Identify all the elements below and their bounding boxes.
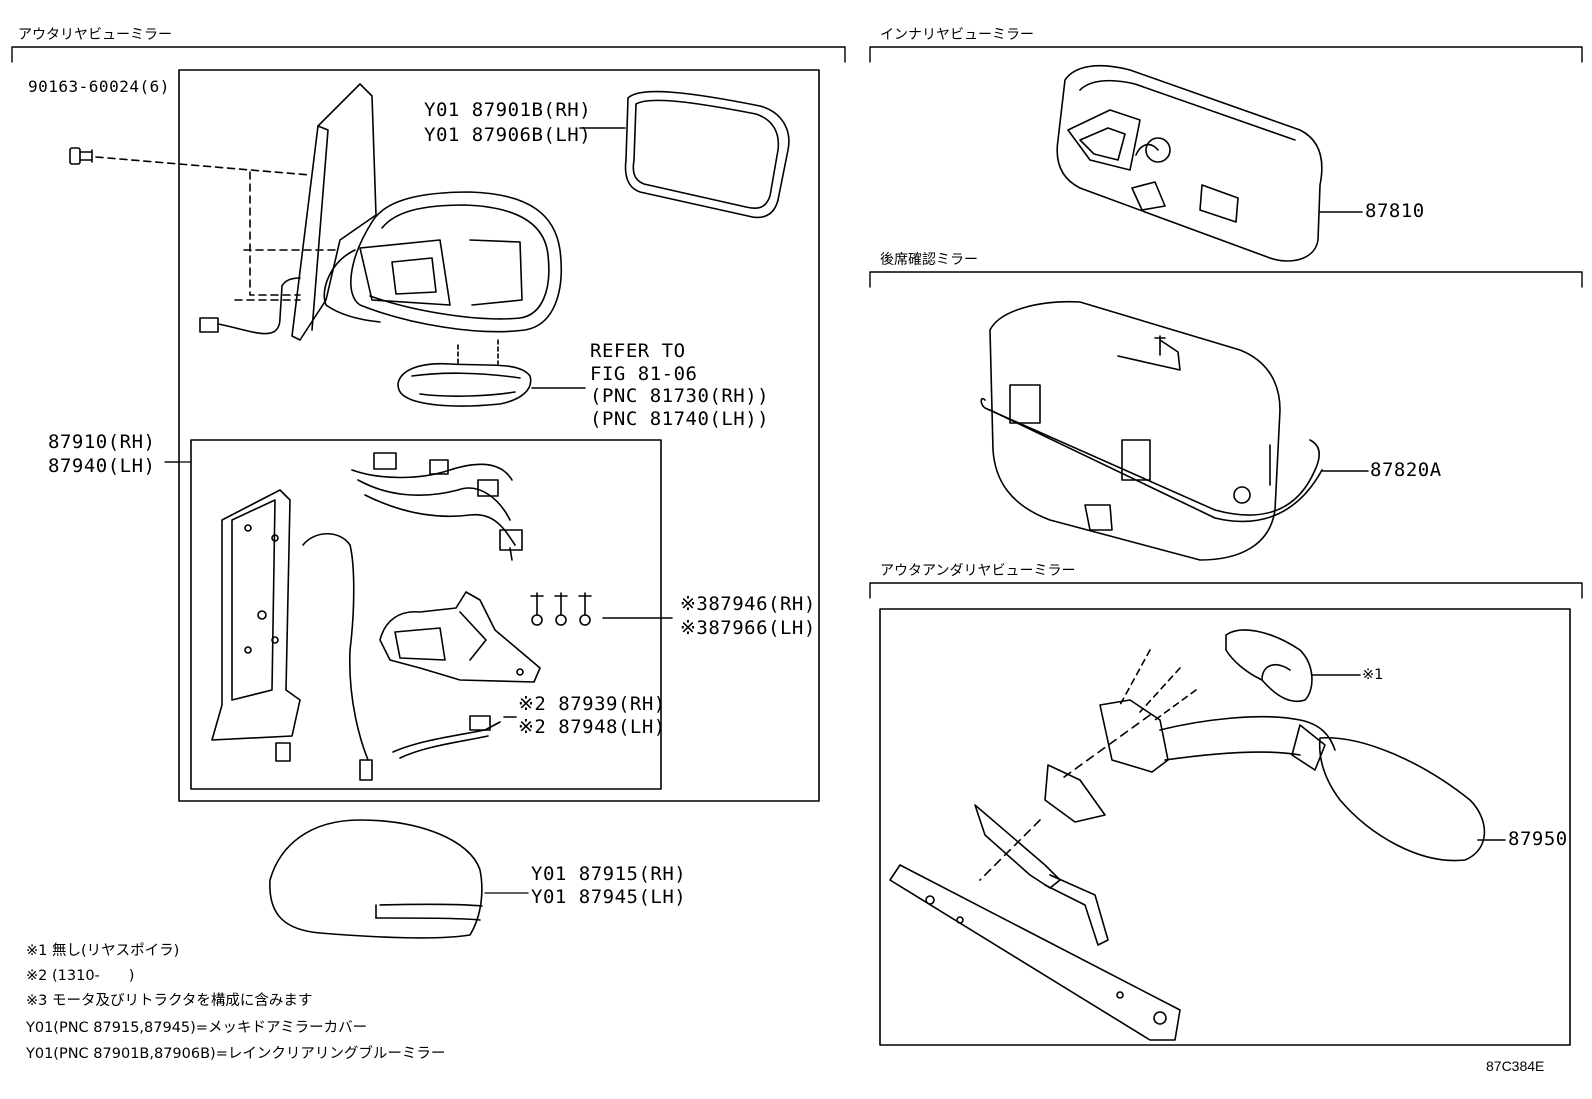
outer-mirror-frame bbox=[178, 69, 820, 802]
note-4: Y01(PNC 87915,87945)=メッキドアミラーカバー bbox=[26, 1020, 368, 1036]
housing-back-icon bbox=[211, 489, 301, 762]
section-title-rear-seat: 後席確認ミラー bbox=[880, 252, 978, 268]
label-refer-1: REFER TO bbox=[590, 340, 686, 362]
turn-signal-icon bbox=[397, 339, 586, 407]
label-assy-rh: 87910(RH) bbox=[48, 431, 156, 453]
note-3: ※3 モータ及びリトラクタを構成に含みます bbox=[26, 993, 313, 1009]
label-refer-3: (PNC 81730(RH)) bbox=[590, 385, 770, 407]
label-bolt: 90163-60024(6) bbox=[28, 77, 170, 96]
screws-icon bbox=[530, 592, 673, 626]
mirror-housing-icon bbox=[323, 191, 563, 333]
rear-seat-mirror-icon bbox=[980, 300, 1369, 561]
label-mirror-glass-rh: Y01 87901B(RH) bbox=[424, 99, 592, 121]
label-under-mirror-note: ※1 bbox=[1362, 667, 1384, 683]
under-mirror-frame bbox=[879, 608, 1571, 1046]
label-motor-rh: ※387946(RH) bbox=[680, 593, 816, 615]
harness-sub-icon bbox=[392, 715, 517, 759]
section-title-outer: アウタリヤビューミラー bbox=[18, 27, 172, 43]
label-under-mirror: 87950 bbox=[1508, 828, 1568, 850]
label-mirror-glass-lh: Y01 87906B(LH) bbox=[424, 124, 592, 146]
figure-id: 87C384E bbox=[1486, 1058, 1545, 1074]
note-1: ※1 無し(リヤスポイラ) bbox=[26, 943, 180, 959]
label-cover-lh: Y01 87945(LH) bbox=[531, 886, 687, 908]
section-title-inner: インナリヤビューミラー bbox=[880, 27, 1034, 43]
label-motor-lh: ※387966(LH) bbox=[680, 617, 816, 639]
label-rear-seat-mirror: 87820A bbox=[1370, 459, 1442, 481]
label-inner-mirror: 87810 bbox=[1365, 200, 1425, 222]
note-5: Y01(PNC 87901B,87906B)=レインクリアリングブルーミラー bbox=[26, 1046, 446, 1062]
motor-subframe bbox=[190, 439, 662, 790]
bolt-icon bbox=[69, 147, 311, 176]
label-cover-rh: Y01 87915(RH) bbox=[531, 863, 687, 885]
label-refer-2: FIG 81-06 bbox=[590, 363, 698, 385]
label-harness-lh: ※2 87948(LH) bbox=[518, 716, 666, 738]
mirror-base-icon bbox=[199, 83, 377, 341]
note-2: ※2 (1310- ) bbox=[26, 968, 135, 984]
section-brackets bbox=[11, 46, 1583, 599]
label-refer-4: (PNC 81740(LH)) bbox=[590, 408, 770, 430]
mirror-glass-icon bbox=[579, 90, 790, 219]
label-harness-rh: ※2 87939(RH) bbox=[518, 693, 666, 715]
mirror-cover-icon bbox=[269, 819, 483, 939]
wire-harness-icon bbox=[302, 452, 523, 781]
under-mirror-icon bbox=[889, 629, 1506, 1041]
label-assy-lh: 87940(LH) bbox=[48, 455, 156, 477]
section-title-under: アウタアンダリヤビューミラー bbox=[880, 563, 1076, 579]
inner-mirror-icon bbox=[1056, 64, 1363, 262]
motor-retractor-icon bbox=[379, 591, 541, 683]
leader-lines bbox=[164, 461, 529, 894]
